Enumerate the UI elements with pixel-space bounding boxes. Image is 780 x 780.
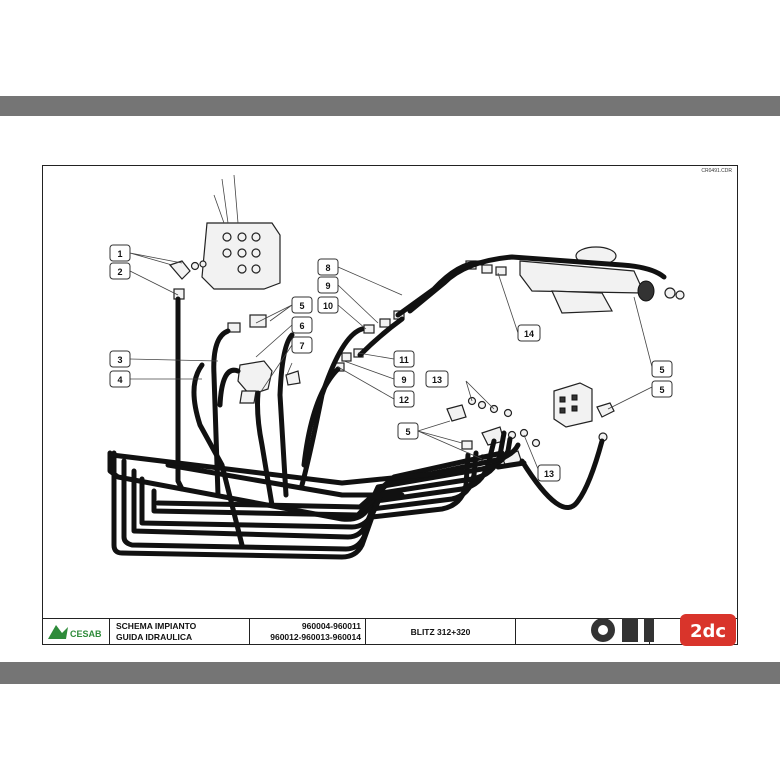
callout-label: 2 bbox=[117, 267, 122, 277]
svg-text:2dc: 2dc bbox=[690, 621, 726, 642]
desc-line-2: GUIDA IDRAULICA bbox=[116, 632, 193, 642]
drawing-code: CR0491.CDR bbox=[701, 168, 732, 174]
desc-line-1: SCHEMA IMPIANTO bbox=[116, 621, 197, 631]
callout-label: 13 bbox=[432, 375, 442, 385]
callout-label: 3 bbox=[117, 355, 122, 365]
cesab-logo: CESAB bbox=[48, 625, 102, 639]
callout-label: 7 bbox=[299, 341, 304, 351]
callout-label: 8 bbox=[325, 263, 330, 273]
top-bar bbox=[0, 96, 780, 116]
description-cell: SCHEMA IMPIANTO GUIDA IDRAULICA bbox=[110, 619, 250, 645]
codes-line-1: 960004-960011 bbox=[301, 621, 361, 631]
callout-label: 9 bbox=[401, 375, 406, 385]
callout-label: 6 bbox=[299, 321, 304, 331]
model-name: BLITZ 312+320 bbox=[410, 627, 471, 637]
callout-label: 11 bbox=[399, 355, 409, 365]
priority-valve bbox=[553, 382, 615, 442]
hoses bbox=[107, 254, 667, 560]
control-valve bbox=[201, 174, 281, 290]
logo-cell: CESAB bbox=[42, 619, 110, 645]
callout-label: 1 bbox=[117, 249, 122, 259]
callout-label: 5 bbox=[405, 427, 410, 437]
callout-label: 5 bbox=[659, 385, 664, 395]
leader-lines bbox=[129, 252, 653, 470]
codes-line-2: 960012-960013-960014 bbox=[270, 632, 361, 642]
watermark-logo: 2dc bbox=[591, 614, 736, 646]
callouts: 1 2 3 4 5 6 7 8 9 10 11 9 12 13 5 13 14 … bbox=[109, 244, 673, 482]
callout-label: 13 bbox=[544, 469, 554, 479]
callout-label: 5 bbox=[659, 365, 664, 375]
model-cell: BLITZ 312+320 bbox=[366, 619, 516, 645]
callout-label: 12 bbox=[399, 395, 409, 405]
drawing-sheet bbox=[0, 116, 780, 662]
hydraulic-diagram: 1 2 3 4 5 6 7 8 9 10 11 9 12 13 5 13 14 … bbox=[107, 174, 685, 560]
brand-text: CESAB bbox=[70, 629, 102, 639]
callout-label: 5 bbox=[299, 301, 304, 311]
serial-codes-cell: 960004-960011 960012-960013-960014 bbox=[250, 619, 366, 645]
steering-cylinder bbox=[519, 246, 685, 314]
callout-label: 9 bbox=[325, 281, 330, 291]
callout-label: 14 bbox=[524, 329, 534, 339]
callout-label: 10 bbox=[323, 301, 333, 311]
bottom-bar bbox=[0, 662, 780, 684]
callout-label: 4 bbox=[117, 375, 122, 385]
drawing-frame bbox=[42, 165, 738, 645]
